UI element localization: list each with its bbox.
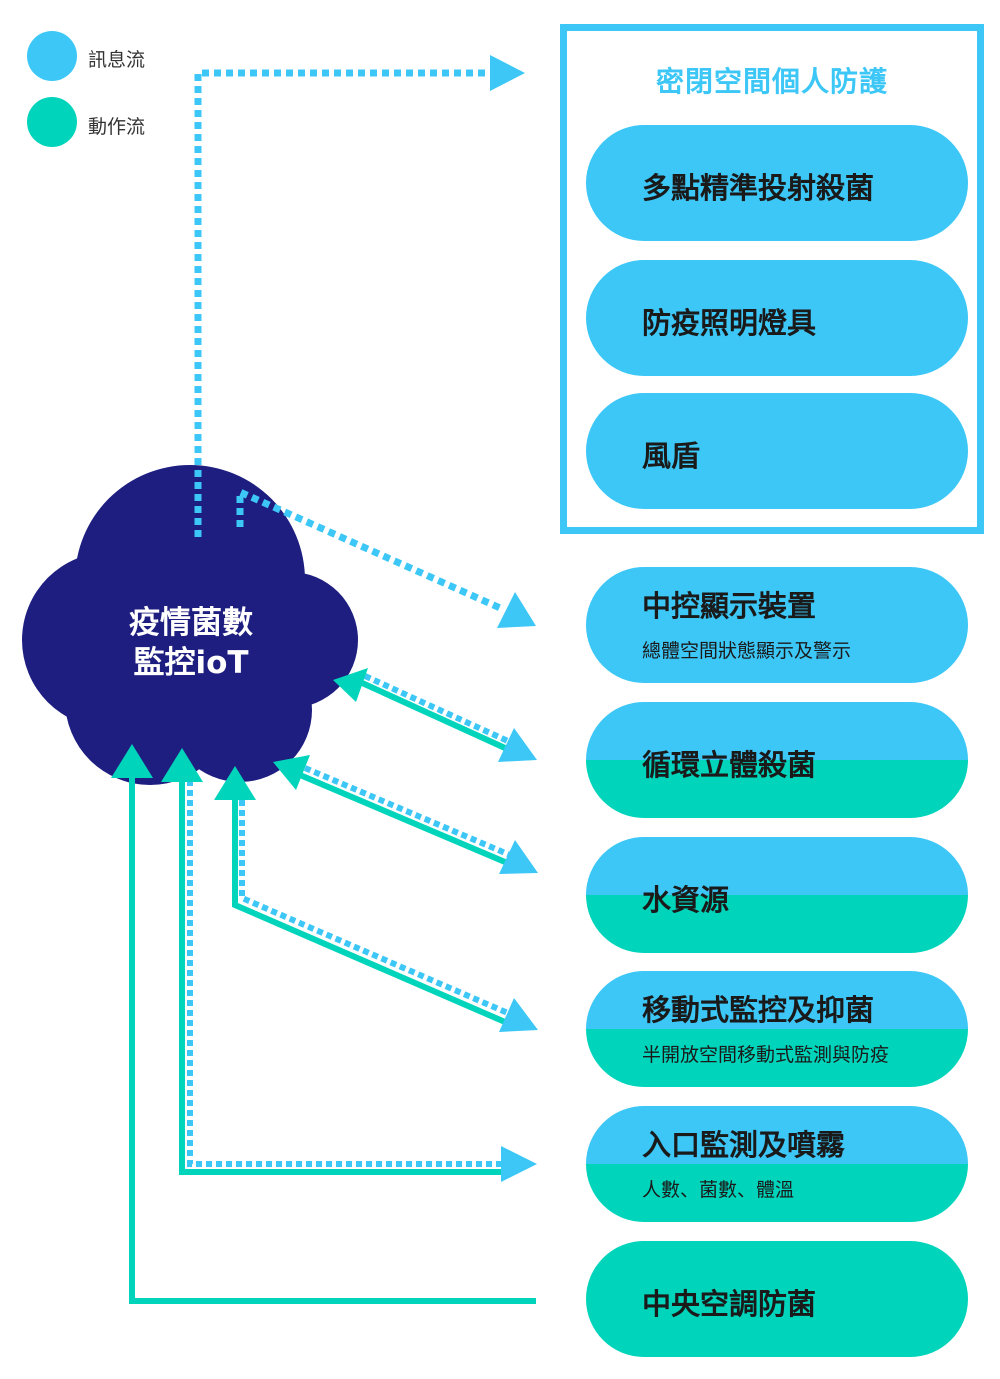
group-item-multipoint-sterilization[interactable]: 多點精準投射殺菌 bbox=[586, 125, 968, 241]
flow-water-resources bbox=[273, 755, 538, 874]
device-subtitle: 人數、菌數、體溫 bbox=[642, 1179, 795, 1201]
legend-info-label: 訊息流 bbox=[88, 49, 146, 71]
legend-action-dot bbox=[27, 97, 77, 147]
info-flow-to-group bbox=[194, 55, 525, 537]
device-mobile-monitoring[interactable]: 移動式監控及抑菌 半開放空間移動式監測與防疫 bbox=[586, 971, 968, 1087]
device-title: 中控顯示裝置 bbox=[642, 589, 817, 623]
device-subtitle: 總體空間狀態顯示及警示 bbox=[642, 640, 852, 662]
device-water-resources[interactable]: 水資源 bbox=[586, 837, 968, 953]
cloud-hub-shape bbox=[22, 465, 358, 785]
legend-info-dot bbox=[27, 31, 77, 81]
group-item-title: 防疫照明燈具 bbox=[642, 306, 817, 340]
device-central-ac[interactable]: 中央空調防菌 bbox=[586, 1241, 968, 1357]
device-title: 入口監測及噴霧 bbox=[642, 1128, 846, 1162]
hub-label-line2: 監控ioT bbox=[133, 645, 249, 681]
group-item-air-shield[interactable]: 風盾 bbox=[586, 393, 968, 509]
device-title: 中央空調防菌 bbox=[642, 1287, 817, 1321]
group-item-epidemic-lighting[interactable]: 防疫照明燈具 bbox=[586, 260, 968, 376]
device-control-display[interactable]: 中控顯示裝置 總體空間狀態顯示及警示 bbox=[586, 567, 968, 683]
hub-label: 疫情菌數 監控ioT bbox=[60, 603, 322, 683]
info-flow-to-control-display bbox=[236, 486, 536, 628]
flow-entrance-monitoring bbox=[161, 748, 537, 1182]
group-item-title: 多點精準投射殺菌 bbox=[642, 171, 875, 205]
hub-label-line1: 疫情菌數 bbox=[129, 605, 253, 641]
device-title: 移動式監控及抑菌 bbox=[642, 993, 875, 1027]
device-entrance-monitoring[interactable]: 入口監測及噴霧 人數、菌數、體溫 bbox=[586, 1106, 968, 1222]
device-title: 循環立體殺菌 bbox=[642, 748, 817, 782]
device-title: 水資源 bbox=[642, 883, 730, 917]
device-subtitle: 半開放空間移動式監測與防疫 bbox=[642, 1044, 890, 1066]
personal-protection-group bbox=[560, 24, 984, 534]
flow-mobile-monitoring bbox=[214, 766, 538, 1032]
group-title: 密閉空間個人防護 bbox=[655, 65, 888, 98]
legend-action-label: 動作流 bbox=[88, 116, 146, 138]
flow-central-ac bbox=[111, 744, 536, 1304]
flow-circulation-sterilization bbox=[333, 668, 537, 762]
group-item-title: 風盾 bbox=[642, 439, 701, 473]
device-circulation-sterilization[interactable]: 循環立體殺菌 bbox=[586, 702, 968, 818]
